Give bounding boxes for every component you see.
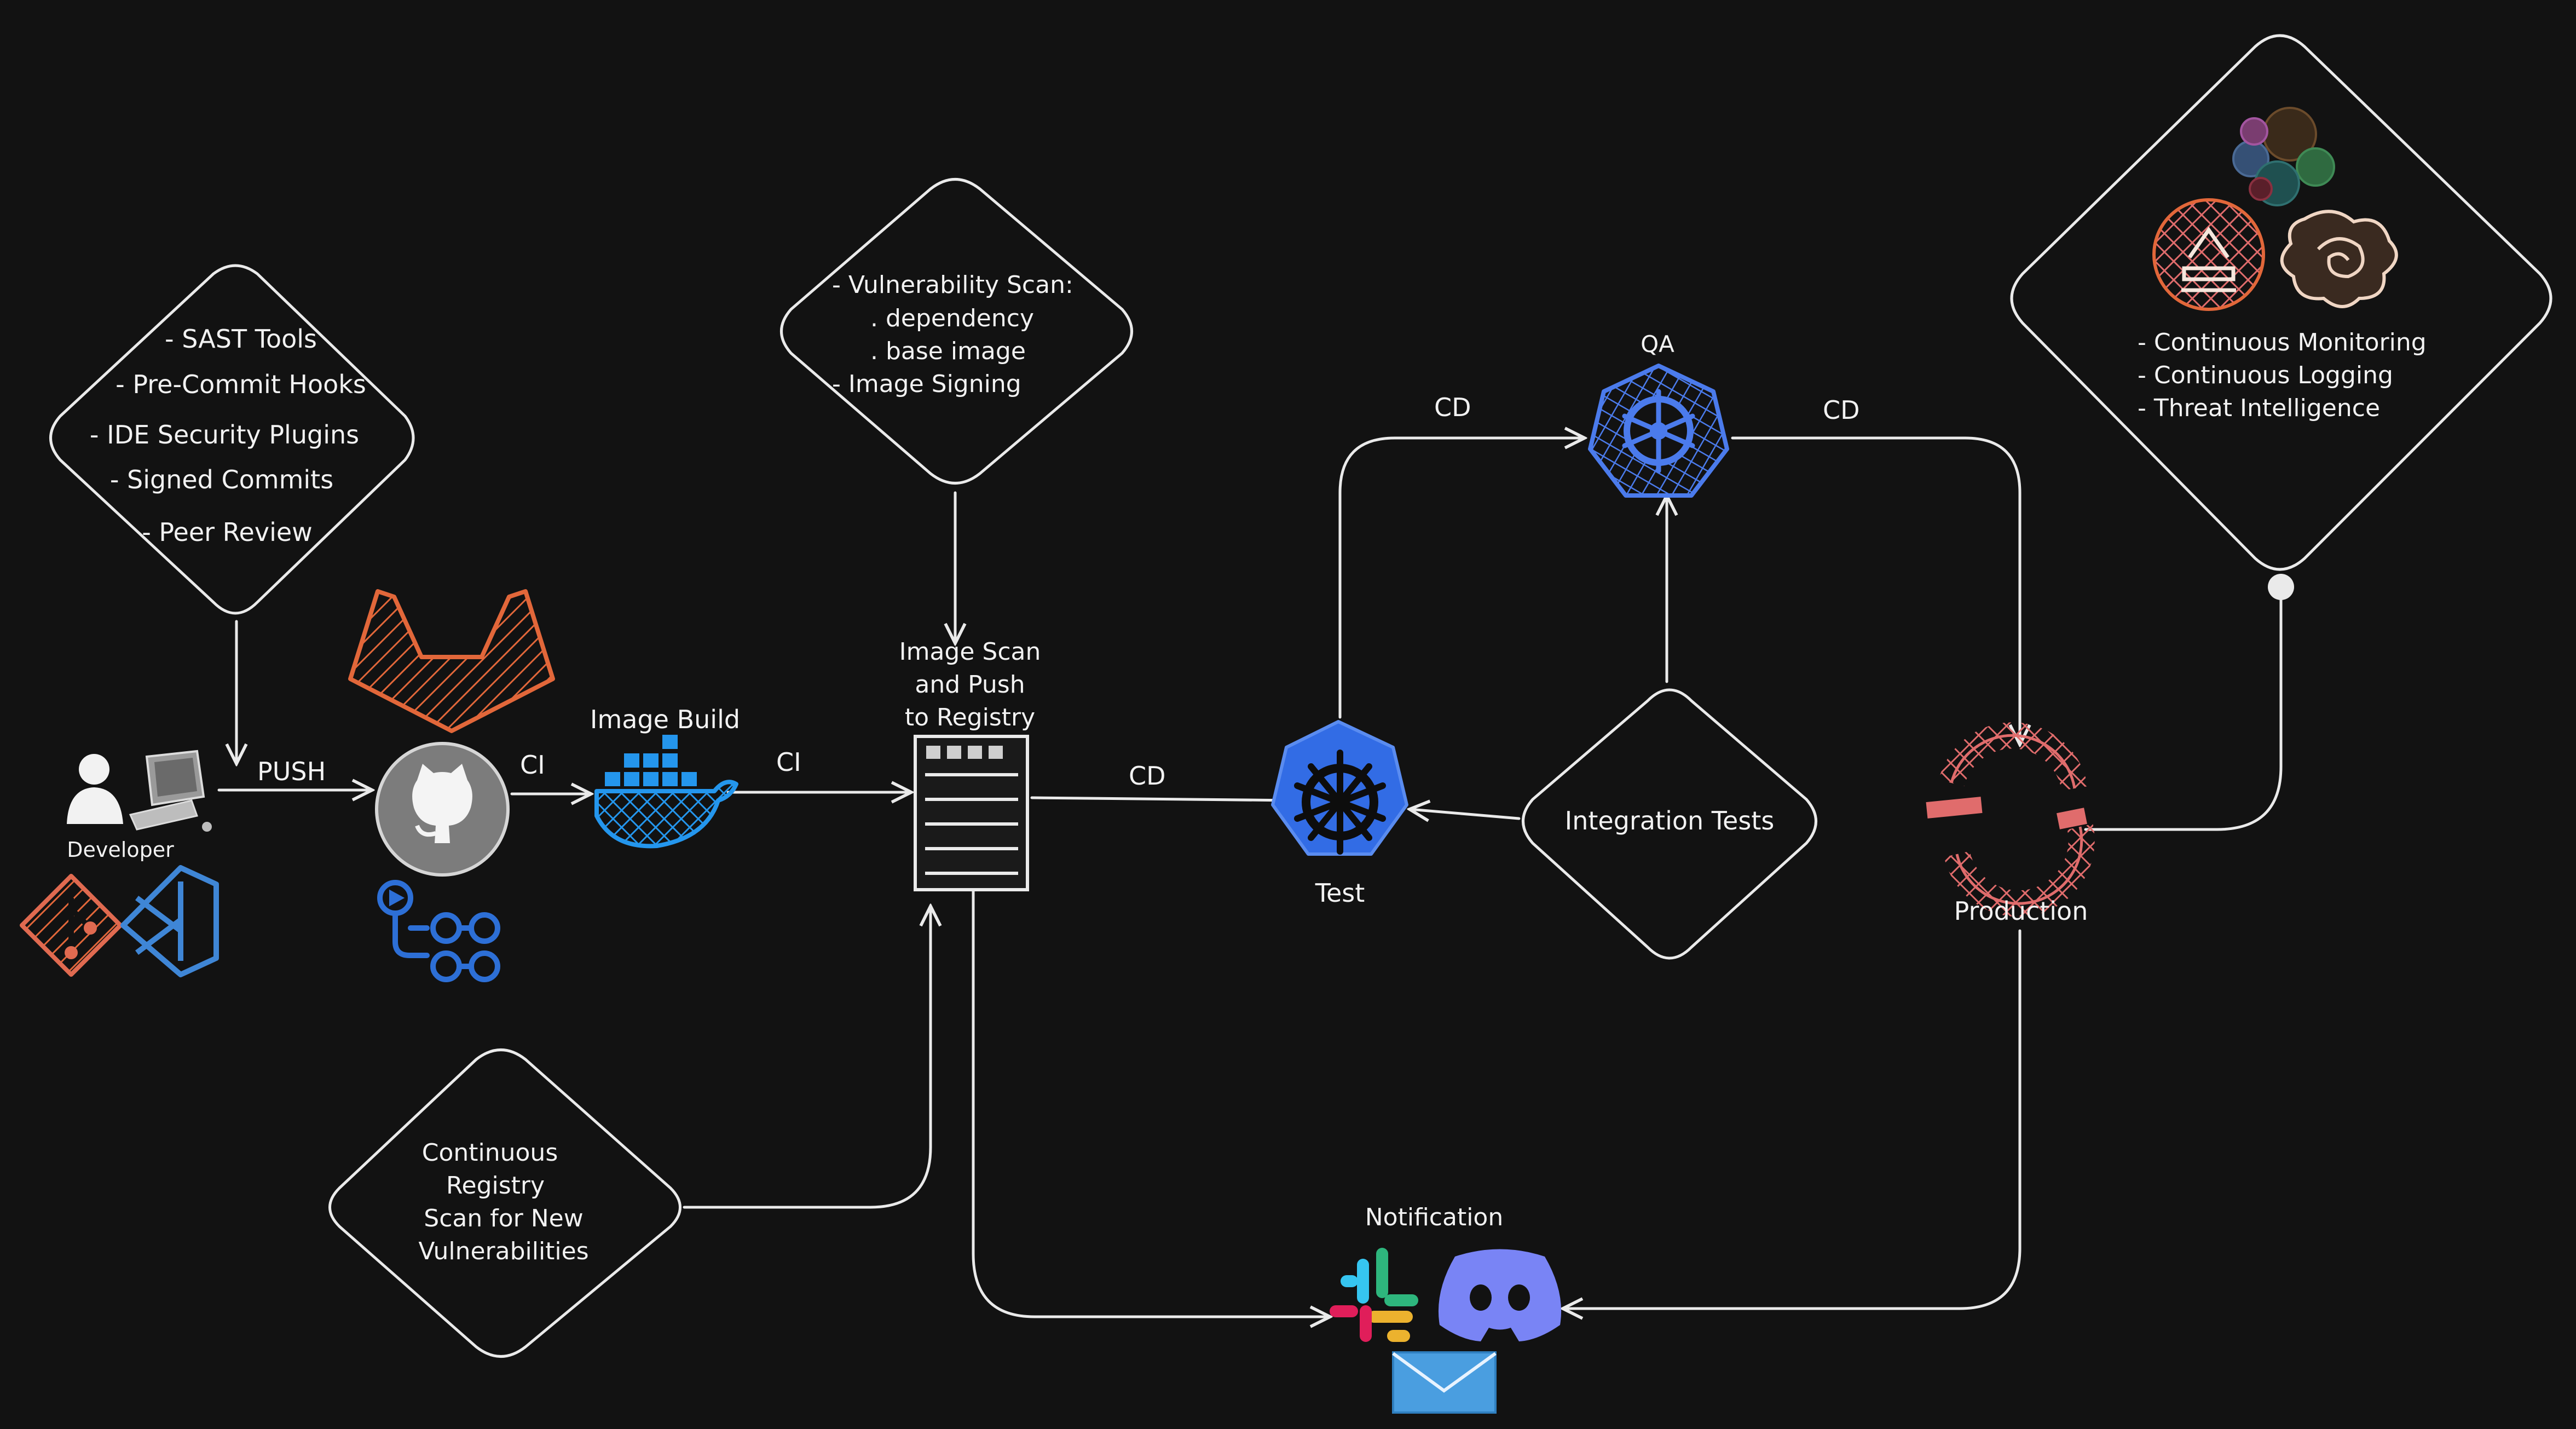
dev-security-item: - SAST Tools bbox=[165, 324, 317, 354]
developer-node: Developer bbox=[20, 750, 219, 977]
registry-scan-diamond: Continuous Registry Scan for New Vulnera… bbox=[328, 1048, 681, 1358]
vscode-icon bbox=[120, 865, 219, 977]
monitoring-item: - Threat Intelligence bbox=[2138, 394, 2380, 422]
slack-icon bbox=[1330, 1248, 1418, 1342]
edge-label-cd: CD bbox=[1823, 395, 1860, 425]
developer-person-icon bbox=[67, 754, 123, 824]
registry-label: Image Scan bbox=[899, 638, 1041, 666]
image-security-item: . base image bbox=[870, 337, 1026, 365]
integration-tests-diamond: Integration Tests bbox=[1522, 688, 1817, 960]
kubernetes-icon bbox=[1271, 720, 1408, 856]
computer-icon bbox=[129, 750, 212, 832]
edge-label-cd: CD bbox=[1129, 761, 1166, 791]
integration-tests-label: Integration Tests bbox=[1565, 806, 1775, 835]
notification-node: Notification bbox=[1330, 1203, 1562, 1414]
edge-cd-test-qa bbox=[1338, 438, 1585, 719]
developer-label: Developer bbox=[67, 838, 174, 862]
docker-icon bbox=[594, 735, 738, 849]
image-security-item: - Image Signing bbox=[832, 370, 1021, 398]
registry-node: Image Scan and Push to Registry bbox=[899, 638, 1041, 891]
discord-icon bbox=[1438, 1249, 1562, 1341]
production-node: Production bbox=[1926, 722, 2095, 926]
dev-security-item: - Pre-Commit Hooks bbox=[115, 370, 366, 399]
edge-label-ci: CI bbox=[520, 750, 545, 780]
email-icon bbox=[1392, 1351, 1497, 1414]
edge-registry-scan-to-registry bbox=[683, 906, 931, 1209]
image-build-label: Image Build bbox=[590, 705, 740, 734]
notification-label: Notification bbox=[1365, 1203, 1503, 1231]
qa-label: QA bbox=[1641, 331, 1674, 358]
git-icon bbox=[20, 874, 123, 977]
dev-security-item: - Signed Commits bbox=[110, 465, 333, 494]
edge-integration-to-test bbox=[1410, 809, 1521, 819]
edge-cd-registry-test bbox=[1030, 798, 1295, 800]
image-security-diamond: - Vulnerability Scan: . dependency . bas… bbox=[780, 178, 1133, 485]
test-node: Test bbox=[1271, 720, 1408, 908]
gitlab-icon bbox=[348, 589, 555, 733]
registry-label: and Push bbox=[915, 671, 1025, 699]
prometheus-cluster-icon bbox=[2232, 107, 2335, 206]
edges: PUSH CI CI CD CD CD bbox=[217, 393, 2283, 1317]
edge-production-to-notification bbox=[1563, 929, 2021, 1309]
image-security-item: - Vulnerability Scan: bbox=[832, 271, 1073, 299]
registry-scan-line: Scan for New bbox=[424, 1205, 583, 1232]
monitoring-item: - Continuous Logging bbox=[2138, 361, 2393, 389]
monitoring-diamond: - Continuous Monitoring - Continuous Log… bbox=[2010, 34, 2552, 600]
registry-scan-line: Continuous bbox=[422, 1139, 558, 1167]
monitoring-item: - Continuous Monitoring bbox=[2138, 329, 2427, 356]
connector-dot bbox=[2268, 574, 2294, 600]
openshift-icon bbox=[1926, 722, 2095, 917]
test-label: Test bbox=[1315, 878, 1365, 908]
registry-server-icon bbox=[914, 735, 1029, 891]
github-actions-icon bbox=[377, 880, 500, 982]
grafana-icon bbox=[2152, 198, 2265, 311]
registry-scan-line: Vulnerabilities bbox=[418, 1237, 588, 1265]
edge-cd-qa-production bbox=[1731, 436, 2020, 745]
github-node bbox=[375, 742, 510, 877]
dev-security-diamond: - SAST Tools - Pre-Commit Hooks - IDE Se… bbox=[49, 264, 415, 615]
registry-scan-line: Registry bbox=[446, 1172, 545, 1200]
edge-monitoring-to-production bbox=[2084, 590, 2283, 831]
production-label: Production bbox=[1954, 896, 2088, 926]
kubernetes-rose-icon bbox=[2280, 210, 2398, 308]
image-build-node: Image Build bbox=[590, 705, 740, 849]
dev-security-item: - Peer Review bbox=[142, 517, 313, 547]
qa-node: QA bbox=[1588, 331, 1729, 498]
kubernetes-icon bbox=[1588, 364, 1729, 498]
registry-label: to Registry bbox=[905, 704, 1035, 731]
edge-registry-to-notification bbox=[972, 888, 1330, 1317]
image-security-item: . dependency bbox=[870, 304, 1034, 332]
edge-label-cd: CD bbox=[1434, 393, 1471, 422]
dev-security-item: - IDE Security Plugins bbox=[90, 420, 359, 450]
edge-label-ci: CI bbox=[776, 747, 801, 777]
edge-label-push: PUSH bbox=[257, 757, 326, 786]
